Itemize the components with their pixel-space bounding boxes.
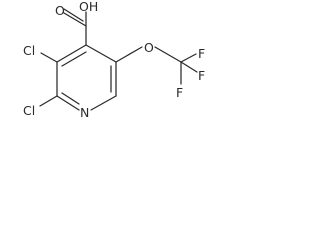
bond-c2-cl bbox=[39, 95, 58, 107]
atom-label-f-top: F bbox=[198, 46, 205, 61]
bond-c6-n bbox=[90, 95, 117, 111]
bond-n-c2-double bbox=[61, 92, 80, 105]
bond-c3-c4 bbox=[56, 44, 87, 63]
bond-cf3-f-top bbox=[180, 53, 197, 63]
atom-label-ether-o: O bbox=[144, 40, 154, 55]
molecule-structure: OH O Cl Cl N O F F F bbox=[23, 0, 205, 120]
atom-label-n: N bbox=[80, 105, 89, 120]
structure-canvas: OH O Cl Cl N O F F F bbox=[0, 0, 230, 158]
bond-cf3-f-right bbox=[180, 61, 198, 73]
bond-c3-c4-double bbox=[61, 51, 87, 67]
atom-label-cl-lower: Cl bbox=[23, 103, 35, 118]
bond-cooh-o-double-a bbox=[63, 12, 87, 27]
atom-label-cl-upper: Cl bbox=[23, 43, 35, 58]
bond-c4-c5 bbox=[85, 44, 117, 63]
bond-n-c2 bbox=[56, 95, 80, 111]
atom-label-oh: OH bbox=[79, 0, 98, 14]
bond-c5-o bbox=[115, 46, 143, 63]
bond-cooh-o-double-b bbox=[63, 8, 84, 22]
atom-label-f-bottom: F bbox=[176, 85, 183, 100]
bond-c3-cl bbox=[40, 52, 58, 63]
atom-label-f-right: F bbox=[198, 68, 205, 83]
atom-label-carbonyl-o: O bbox=[55, 3, 65, 18]
bond-o-cf3 bbox=[154, 46, 182, 63]
